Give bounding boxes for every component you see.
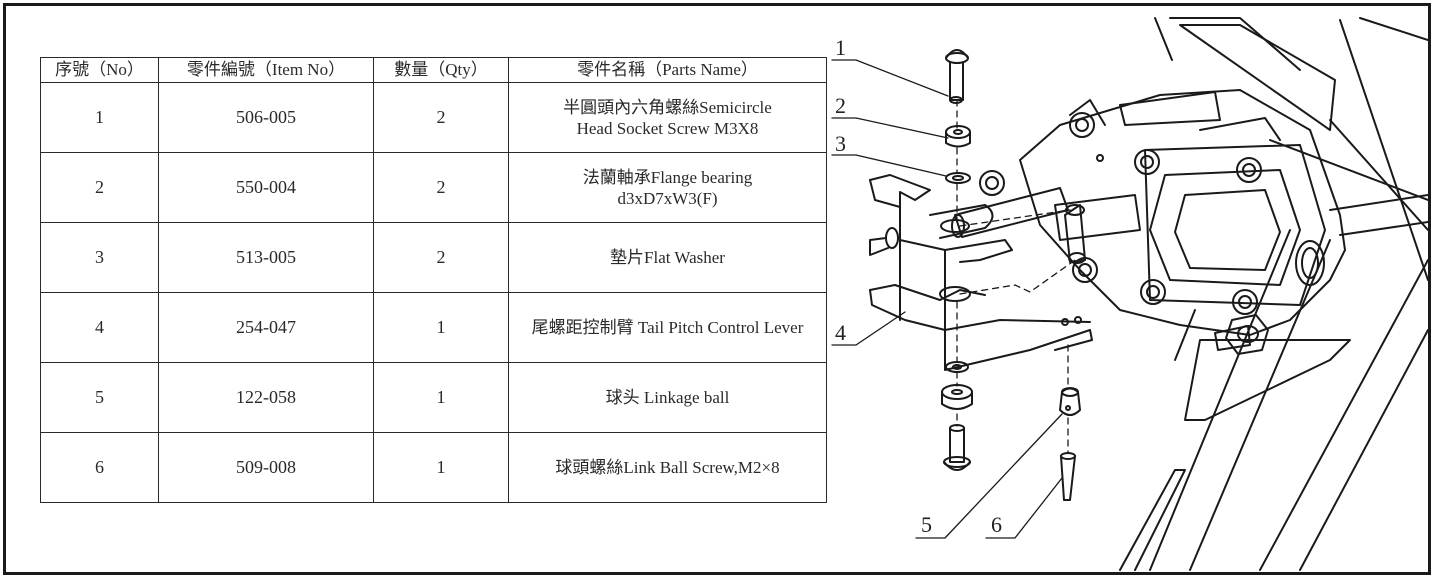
part-5-linkage-ball — [1059, 387, 1081, 416]
part-3-flat-washer — [945, 172, 971, 184]
cell-no: 4 — [40, 292, 159, 363]
header-item-no: 零件編號（Item No） — [158, 57, 374, 83]
frame-plate — [1119, 17, 1428, 571]
callout-4: 4 — [835, 320, 846, 345]
cell-item-no: 513-005 — [158, 222, 374, 293]
parts-table: 序號（No） 零件編號（Item No） 數量（Qty） 零件名稱（Parts … — [40, 57, 827, 503]
cell-no: 2 — [40, 152, 159, 223]
table-row: 3 513-005 2 墊片Flat Washer — [40, 222, 827, 293]
callout-leaders — [831, 59, 1063, 539]
table-row: 4 254-047 1 尾螺距控制臂 Tail Pitch Control Le… — [40, 292, 827, 363]
callout-6: 6 — [991, 512, 1002, 537]
table-header-row: 序號（No） 零件編號（Item No） 數量（Qty） 零件名稱（Parts … — [40, 57, 827, 83]
cell-qty: 2 — [373, 222, 509, 293]
callout-1: 1 — [835, 35, 846, 60]
part-6-link-ball-screw — [1060, 452, 1076, 501]
pitch-slider — [1054, 194, 1141, 264]
cell-qty: 1 — [373, 292, 509, 363]
parts-name-line2: Head Socket Screw M3X8 — [576, 118, 759, 138]
cell-qty: 2 — [373, 152, 509, 223]
mounting-nut — [1214, 314, 1269, 355]
parts-name-line2: d3xD7xW3(F) — [617, 188, 718, 208]
header-no: 序號（No） — [40, 57, 159, 83]
cell-parts-name: 球头 Linkage ball — [508, 362, 827, 433]
header-qty: 數量（Qty） — [373, 57, 509, 83]
part-2-flange-bearing — [945, 125, 971, 148]
tail-gearbox-housing — [1019, 89, 1428, 336]
assembly-axes — [956, 99, 1079, 453]
cell-item-no: 506-005 — [158, 82, 374, 153]
cell-parts-name: 墊片Flat Washer — [508, 222, 827, 293]
cell-qty: 1 — [373, 432, 509, 503]
cell-no: 5 — [40, 362, 159, 433]
cell-item-no: 254-047 — [158, 292, 374, 363]
housing-screws — [979, 112, 1262, 315]
part-1-socket-screw — [945, 49, 969, 104]
parts-name-line1: 法蘭軸承Flange bearing — [582, 167, 753, 187]
parts-name-line1: 半圓頭內六角螺絲Semicircle — [563, 97, 772, 117]
part-2-flange-bearing-lower — [941, 384, 973, 410]
cell-parts-name: 尾螺距控制臂 Tail Pitch Control Lever — [508, 292, 827, 363]
cell-item-no: 509-008 — [158, 432, 374, 503]
cell-no: 1 — [40, 82, 159, 153]
cell-qty: 1 — [373, 362, 509, 433]
part-4-tail-pitch-control-lever — [869, 174, 1093, 371]
table-row: 5 122-058 1 球头 Linkage ball — [40, 362, 827, 433]
callout-3: 3 — [835, 131, 846, 156]
cell-qty: 2 — [373, 82, 509, 153]
table-row: 6 509-008 1 球頭螺絲Link Ball Screw,M2×8 — [40, 432, 827, 503]
cell-item-no: 122-058 — [158, 362, 374, 433]
cell-parts-name: 球頭螺絲Link Ball Screw,M2×8 — [508, 432, 827, 503]
cell-no: 6 — [40, 432, 159, 503]
cell-no: 3 — [40, 222, 159, 293]
callout-2: 2 — [835, 93, 846, 118]
exploded-assembly-diagram: 1 2 3 4 5 6 — [831, 17, 1428, 571]
part-1-socket-screw-lower — [943, 424, 971, 471]
callout-5: 5 — [921, 512, 932, 537]
cell-item-no: 550-004 — [158, 152, 374, 223]
header-parts-name: 零件名稱（Parts Name） — [508, 57, 827, 83]
